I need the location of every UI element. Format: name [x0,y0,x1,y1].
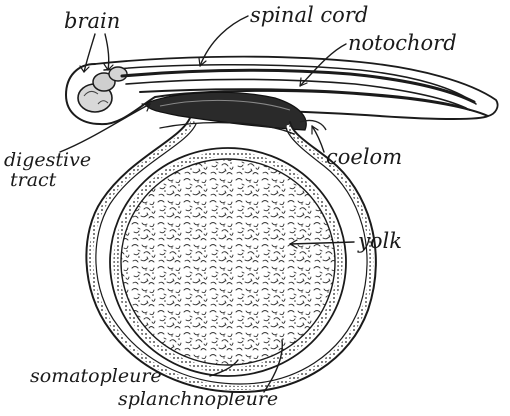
label-somatopleure: somatopleure [30,365,162,387]
label-coelom-group: coelom [312,126,402,169]
label-brain: brain [64,9,120,33]
label-spinal-cord: spinal cord [250,3,368,27]
label-coelom: coelom [326,145,402,169]
label-notochord: notochord [348,31,457,55]
label-tract: tract [10,169,57,191]
brain-vesicles [78,67,127,112]
digestive-tract [145,92,306,130]
label-splanchnopleure: splanchnopleure [118,388,278,410]
label-yolk: yolk [357,229,402,253]
label-digestive: digestive [4,149,91,171]
